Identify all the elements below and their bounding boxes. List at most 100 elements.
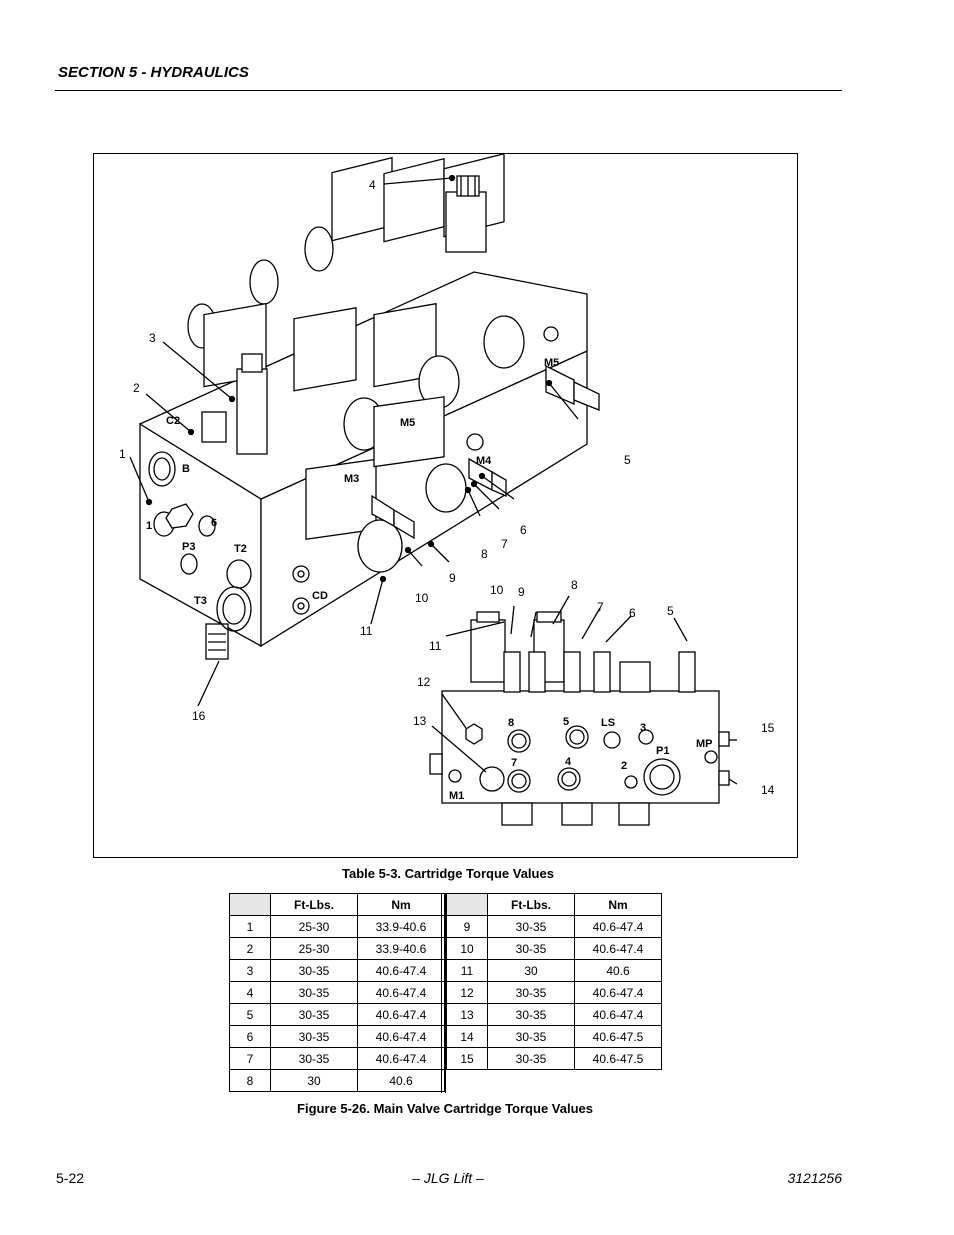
side-port-4: 4 [565, 756, 572, 768]
side-callout-14: 14 [761, 783, 775, 797]
cell-ft-lbs: 30-35 [270, 959, 358, 982]
side-callout-11: 11 [429, 639, 442, 653]
document-number: 3121256 [787, 1170, 842, 1186]
cell-ft-lbs: 30-35 [270, 981, 358, 1004]
cell-ft-lbs: 25-30 [270, 937, 358, 960]
header-ft-lbs: Ft-Lbs. [487, 893, 575, 916]
port-mark-m4: M4 [476, 455, 492, 467]
side-callout-8: 8 [571, 578, 578, 592]
callout-10: 10 [415, 591, 429, 605]
port-mark-m3: M3 [344, 473, 359, 485]
cell-ft-lbs: 30 [487, 959, 575, 982]
side-port-3: 3 [640, 722, 646, 734]
callout-2: 2 [133, 381, 140, 395]
table-header-row: Ft-Lbs. Nm [229, 893, 445, 916]
callout-5: 5 [624, 453, 631, 467]
port-t3 [216, 586, 252, 632]
cell-nm: 40.6 [357, 1069, 445, 1092]
cartridge-1 [165, 503, 194, 529]
callout-16: 16 [192, 709, 206, 723]
header-ft-lbs: Ft-Lbs. [270, 893, 358, 916]
side-port-5: 5 [563, 716, 569, 728]
cell-nm: 40.6-47.4 [357, 959, 445, 982]
side-port-p1: P1 [656, 745, 669, 757]
table-separator [441, 893, 446, 1093]
side-port-m1: M1 [449, 790, 464, 802]
port-b [148, 451, 176, 487]
side-callout-10: 10 [490, 583, 504, 597]
callout-6: 6 [520, 523, 527, 537]
port-mark-t3: T3 [194, 595, 207, 607]
cell-ft-lbs: 25-30 [270, 915, 358, 938]
cell-item: 14 [446, 1025, 488, 1048]
cell-item: 7 [229, 1047, 271, 1070]
port-mark-m5-b: M5 [400, 417, 415, 429]
cell-ft-lbs: 30-35 [270, 1025, 358, 1048]
side-port-7: 7 [511, 757, 517, 769]
port-mark-6: 6 [211, 517, 217, 529]
cell-nm: 40.6-47.5 [574, 1047, 662, 1070]
valve-illustration: 4 3 2 1 5 6 7 8 9 10 11 16 10 9 8 7 6 5 … [119, 154, 775, 826]
side-callout-12: 12 [417, 675, 431, 689]
cell-ft-lbs: 30-35 [487, 1047, 575, 1070]
cell-item: 13 [446, 1003, 488, 1026]
cell-nm: 40.6-47.4 [574, 1003, 662, 1026]
cell-nm: 40.6-47.4 [357, 1025, 445, 1048]
cell-item: 3 [229, 959, 271, 982]
port-mark-p3: P3 [182, 541, 195, 553]
header-item [229, 893, 271, 916]
port-mark-b: B [182, 463, 190, 475]
callout-9: 9 [449, 571, 456, 585]
cell-nm: 40.6-47.4 [357, 981, 445, 1004]
callout-11: 11 [360, 624, 373, 638]
callout-8: 8 [481, 547, 488, 561]
side-callout-15: 15 [761, 721, 775, 735]
side-callout-6: 6 [629, 606, 636, 620]
section-header: SECTION 5 - HYDRAULICS [58, 64, 249, 81]
port-mark-t2: T2 [234, 543, 247, 555]
cell-nm: 40.6-47.4 [357, 1047, 445, 1070]
cell-item: 10 [446, 937, 488, 960]
cell-nm: 40.6-47.5 [574, 1025, 662, 1048]
cell-item: 2 [229, 937, 271, 960]
side-callout-5: 5 [667, 604, 674, 618]
side-port-mp: MP [696, 738, 713, 750]
cell-nm: 33.9-40.6 [357, 937, 445, 960]
callout-3: 3 [149, 331, 156, 345]
cell-item: 11 [446, 959, 488, 982]
side-callout-7: 7 [597, 600, 604, 614]
header-nm: Nm [574, 893, 662, 916]
figure-caption: Figure 5-26. Main Valve Cartridge Torque… [297, 1101, 593, 1116]
cell-nm: 40.6-47.4 [574, 981, 662, 1004]
cell-nm: 40.6-47.4 [574, 915, 662, 938]
cell-nm: 40.6 [574, 959, 662, 982]
port-mark-1: 1 [146, 520, 152, 532]
cell-ft-lbs: 30-35 [270, 1003, 358, 1026]
side-callout-13: 13 [413, 714, 427, 728]
footer-publisher: – JLG Lift – [412, 1170, 484, 1186]
page-number: 5-22 [56, 1170, 85, 1186]
cell-nm: 40.6-47.4 [357, 1003, 445, 1026]
table-title: Table 5-3. Cartridge Torque Values [342, 866, 554, 881]
callout-1: 1 [119, 447, 126, 461]
cell-item: 12 [446, 981, 488, 1004]
cell-ft-lbs: 30 [270, 1069, 358, 1092]
cell-item: 1 [229, 915, 271, 938]
cell-ft-lbs: 30-35 [270, 1047, 358, 1070]
table-header-row: Ft-Lbs. Nm [446, 893, 662, 916]
side-port-ls: LS [601, 717, 615, 729]
cell-ft-lbs: 30-35 [487, 937, 575, 960]
